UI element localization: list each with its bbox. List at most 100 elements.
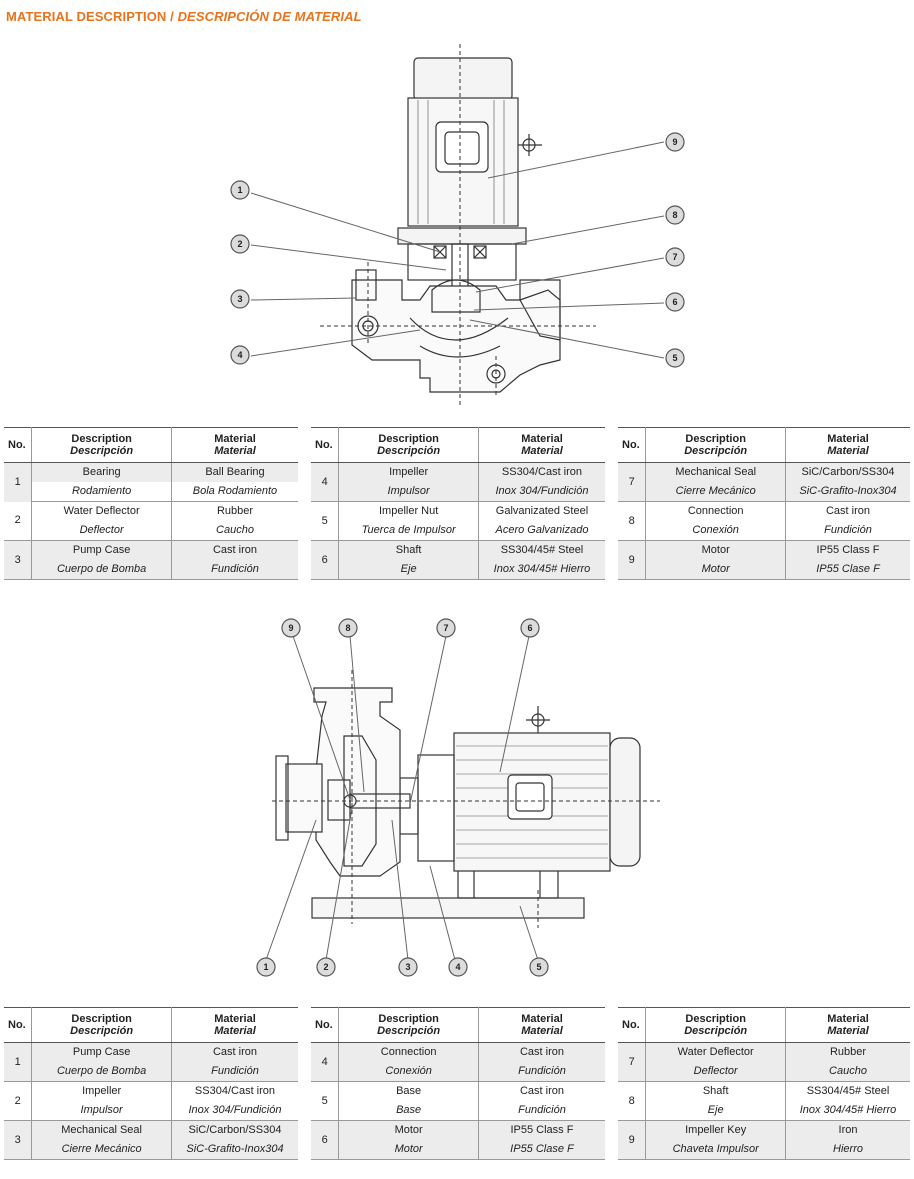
svg-text:1: 1 <box>263 962 268 972</box>
desc-en: Impeller Nut <box>338 501 479 521</box>
mat-en: SiC/Carbon/SS304 <box>785 462 910 482</box>
desc-en: Mechanical Seal <box>645 462 787 482</box>
desc-en: Mechanical Seal <box>31 1120 172 1140</box>
mat-en: SiC/Carbon/SS304 <box>171 1120 298 1140</box>
mat-en: Cast iron <box>171 540 298 560</box>
callout-6: 6 <box>665 292 685 312</box>
desc-es: Cuerpo de Bomba <box>31 560 172 580</box>
title-separator: / <box>166 9 178 24</box>
row-no: 4 <box>311 462 340 502</box>
desc-es: Chaveta Impulsor <box>645 1140 787 1160</box>
mat-es: Inox 304/Fundición <box>171 1101 298 1121</box>
row-no: 9 <box>618 540 647 580</box>
desc-es: Eje <box>338 560 479 580</box>
title-es: DESCRIPCIÓN DE MATERIAL <box>177 9 362 24</box>
svg-text:7: 7 <box>443 623 448 633</box>
svg-text:4: 4 <box>455 962 460 972</box>
mat-es: Acero Galvanizado <box>478 521 605 541</box>
row-no: 7 <box>618 1042 647 1082</box>
row-no: 2 <box>4 501 33 541</box>
mat-es: Caucho <box>785 1062 910 1082</box>
row-no: 6 <box>311 1120 340 1160</box>
desc-es: Deflector <box>31 521 172 541</box>
desc-en: Base <box>338 1081 479 1101</box>
desc-es: Impulsor <box>31 1101 172 1121</box>
row-no: 6 <box>311 540 340 580</box>
desc-en: Connection <box>338 1042 479 1062</box>
callout-9: 9 <box>665 132 685 152</box>
desc-en: Connection <box>645 501 787 521</box>
row-no: 3 <box>4 1120 33 1160</box>
mat-es: Inox 304/45# Hierro <box>478 560 605 580</box>
header-no: No. <box>4 1007 33 1043</box>
mat-en: SS304/Cast iron <box>478 462 605 482</box>
callout-8: 8 <box>665 205 685 225</box>
svg-text:2: 2 <box>323 962 328 972</box>
mat-en: Galvanizated Steel <box>495 505 589 517</box>
mat-es: SiC-Grafito-Inox304 <box>171 1140 298 1160</box>
mat-en: SS304/45# Steel <box>478 540 605 560</box>
callout-6: 6 <box>520 618 540 638</box>
row-no: 1 <box>4 1042 33 1082</box>
mat-en: Rubber <box>216 505 254 517</box>
row-no: 8 <box>618 1081 647 1121</box>
row-no: 2 <box>4 1081 33 1121</box>
desc-es: Conexión <box>338 1062 479 1082</box>
desc-es: Conexión <box>645 521 787 541</box>
desc-en: Motor <box>338 1120 479 1140</box>
desc-es: Base <box>338 1101 479 1121</box>
desc-en: Water Deflector <box>31 501 172 521</box>
mat-es: Hierro <box>785 1140 910 1160</box>
desc-es: Cierre Mecánico <box>645 482 787 502</box>
mat-en: Cast iron <box>478 1042 605 1062</box>
mat-en: Rubber <box>785 1042 910 1062</box>
desc-es: Deflector <box>645 1062 787 1082</box>
svg-text:6: 6 <box>527 623 532 633</box>
mat-es: Caucho <box>171 521 298 541</box>
callout-3: 3 <box>398 957 418 977</box>
callout-5: 5 <box>529 957 549 977</box>
page-title: MATERIAL DESCRIPTION / DESCRIPCIÓN DE MA… <box>6 9 362 24</box>
svg-text:4: 4 <box>237 350 242 360</box>
svg-text:5: 5 <box>536 962 541 972</box>
svg-text:8: 8 <box>345 623 350 633</box>
row-no: 8 <box>618 501 647 541</box>
callout-5: 5 <box>665 348 685 368</box>
callout-9: 9 <box>281 618 301 638</box>
desc-es: Rodamiento <box>31 482 172 502</box>
mat-en: Cast iron <box>171 1042 298 1062</box>
callout-4: 4 <box>230 345 250 365</box>
desc-en: Impeller <box>338 462 479 482</box>
row-no: 7 <box>618 462 647 502</box>
desc-en: Impeller Key <box>645 1120 787 1140</box>
desc-en: Pump Case <box>31 540 172 560</box>
row-no: 5 <box>311 1081 340 1121</box>
mat-en: Ball Bearing <box>171 462 298 482</box>
header-no: No. <box>311 427 340 463</box>
mat-es: IP55 Clase F <box>478 1140 605 1160</box>
mat-es: Fundición <box>785 521 910 541</box>
mat-en: Cast iron <box>519 1085 564 1097</box>
callout-1: 1 <box>256 957 276 977</box>
mat-es: SiC-Grafito-Inox304 <box>785 482 910 502</box>
svg-text:9: 9 <box>672 137 677 147</box>
desc-en: Impeller <box>31 1081 172 1101</box>
desc-es: Impulsor <box>338 482 479 502</box>
mat-en: IP55 Class F <box>478 1120 605 1140</box>
svg-text:5: 5 <box>672 353 677 363</box>
mat-en: Cast iron <box>825 505 871 517</box>
